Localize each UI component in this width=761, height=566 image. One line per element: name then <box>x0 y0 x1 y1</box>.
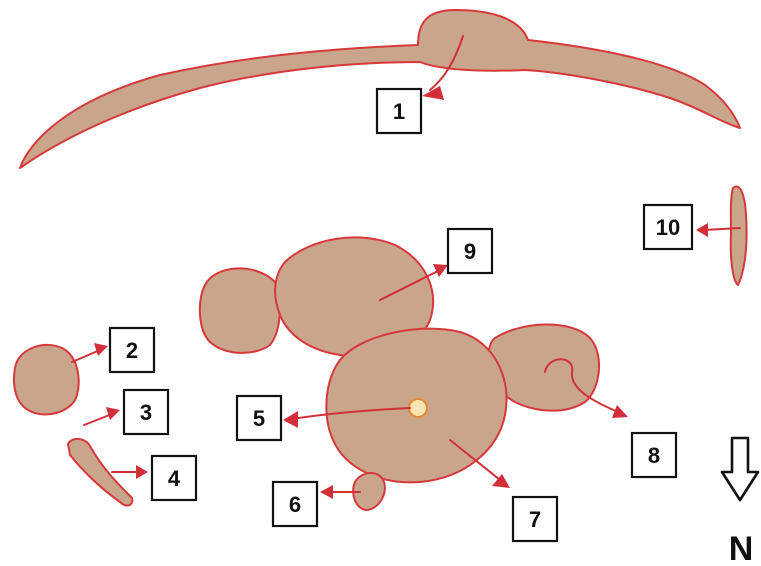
label-8: 8 <box>632 433 676 477</box>
label-7: 7 <box>513 497 557 541</box>
label-9: 9 <box>448 229 492 273</box>
arrow-2 <box>72 350 100 362</box>
label-4: 4 <box>152 456 196 500</box>
arrowhead-4 <box>136 465 148 479</box>
north-indicator: N <box>722 438 758 566</box>
arrowhead-2 <box>94 343 108 356</box>
shape-9-left-lobe <box>200 268 280 352</box>
label-9-text: 9 <box>464 239 476 264</box>
label-10-text: 10 <box>656 215 680 240</box>
label-2: 2 <box>110 328 154 372</box>
arrowhead-3 <box>106 407 120 420</box>
label-5: 5 <box>237 396 281 440</box>
arrowhead-5 <box>283 411 298 428</box>
label-2-text: 2 <box>126 338 138 363</box>
label-3: 3 <box>124 390 168 434</box>
label-1-text: 1 <box>393 99 405 124</box>
shape-2 <box>14 345 79 415</box>
north-label: N <box>729 530 754 566</box>
arrow-3 <box>84 414 112 425</box>
label-3-text: 3 <box>140 400 152 425</box>
label-7-text: 7 <box>529 507 541 532</box>
label-8-text: 8 <box>648 443 660 468</box>
arrow-down-outline-icon <box>722 438 758 500</box>
arrowhead-6 <box>320 485 333 499</box>
arrowhead-10 <box>696 223 708 237</box>
label-4-text: 4 <box>168 466 181 491</box>
marker-5 <box>409 399 427 417</box>
label-6-text: 6 <box>289 492 301 517</box>
label-10: 10 <box>644 205 692 249</box>
label-6: 6 <box>273 482 317 526</box>
shape-10 <box>731 187 747 285</box>
label-1: 1 <box>377 89 421 133</box>
arrowhead-9 <box>433 264 448 277</box>
label-5-text: 5 <box>253 406 265 431</box>
